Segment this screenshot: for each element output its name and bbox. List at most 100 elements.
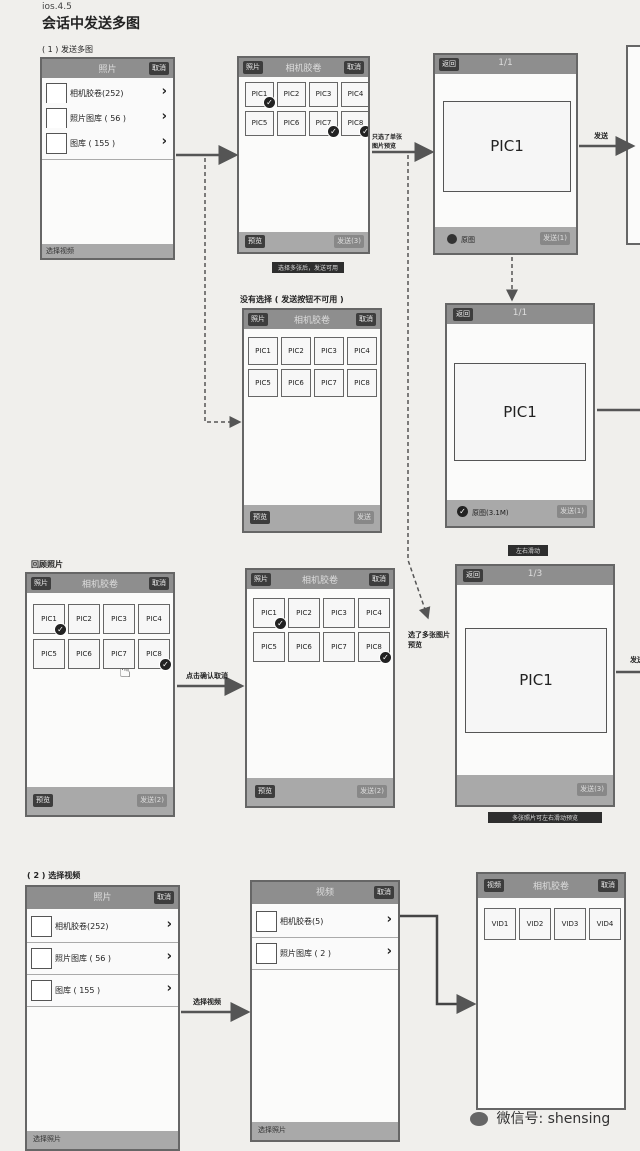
grid-cell-label: PIC6 bbox=[283, 119, 300, 127]
grid-cell[interactable]: PIC1✓ bbox=[33, 604, 67, 636]
grid-cell[interactable]: PIC2 bbox=[68, 604, 100, 634]
back-button[interactable]: 照片 bbox=[251, 573, 271, 586]
grid-cell[interactable]: PIC4 bbox=[138, 604, 170, 634]
grid-cell[interactable]: PIC6 bbox=[68, 639, 100, 669]
cancel-button[interactable]: 取消 bbox=[344, 61, 364, 74]
grid-cell[interactable]: PIC8 bbox=[347, 369, 377, 397]
grid-cell[interactable]: PIC1 bbox=[248, 337, 278, 365]
checkmark-icon: ✓ bbox=[159, 658, 172, 671]
grid-cell[interactable]: VID3 bbox=[554, 908, 586, 940]
grid-cell[interactable]: PIC2 bbox=[281, 337, 311, 365]
grid-cell[interactable]: PIC7 bbox=[103, 639, 135, 669]
original-checked-icon[interactable]: ✓ bbox=[457, 506, 468, 517]
album-row[interactable]: 照片图库 ( 56 )› bbox=[27, 943, 178, 975]
grid-cell[interactable]: PIC4 bbox=[358, 598, 390, 628]
grid-cell[interactable]: VID2 bbox=[519, 908, 551, 940]
grid-cell[interactable]: PIC2 bbox=[288, 598, 320, 628]
grid-cell-label: PIC1 bbox=[261, 609, 277, 617]
chevron-right-icon: › bbox=[161, 109, 167, 124]
nav-title: 相机胶卷 bbox=[301, 576, 338, 586]
grid-cell[interactable]: PIC3 bbox=[309, 82, 338, 107]
send-button-disabled[interactable]: 发送 bbox=[354, 511, 374, 524]
cancel-button[interactable]: 取消 bbox=[598, 879, 618, 892]
grid-cell[interactable]: PIC5 bbox=[33, 639, 65, 669]
album-label: 照片图库 ( 2 ) bbox=[280, 949, 331, 958]
arrow-label-multi: 选了多张图片预览 bbox=[408, 631, 450, 649]
grid-cell[interactable]: PIC6 bbox=[281, 369, 311, 397]
select-video-link[interactable]: 选择视频 bbox=[46, 247, 74, 255]
grid-cell-label: PIC7 bbox=[331, 643, 347, 651]
grid-cell[interactable]: VID4 bbox=[589, 908, 621, 940]
flow-arrow-dashed bbox=[407, 155, 431, 620]
album-row[interactable]: 图库 ( 155 )› bbox=[42, 128, 173, 160]
grid-cell[interactable]: PIC6 bbox=[288, 632, 320, 662]
back-button[interactable]: 返回 bbox=[463, 569, 483, 582]
cancel-button[interactable]: 取消 bbox=[149, 577, 169, 590]
preview-button[interactable]: 预览 bbox=[255, 785, 275, 798]
grid-cell[interactable]: VID1 bbox=[484, 908, 516, 940]
grid-cell[interactable]: PIC7 bbox=[314, 369, 344, 397]
grid-cell[interactable]: PIC7✓ bbox=[309, 111, 340, 138]
grid-cell[interactable]: PIC5 bbox=[248, 369, 278, 397]
cancel-button[interactable]: 取消 bbox=[374, 886, 394, 899]
preview-button[interactable]: 预览 bbox=[33, 794, 53, 807]
nav-bar: 1/1 返回 bbox=[447, 305, 593, 324]
album-thumbnail bbox=[31, 948, 52, 969]
arrow-label-send-2: 发送 bbox=[630, 656, 640, 664]
grid-cell[interactable]: PIC3 bbox=[103, 604, 135, 634]
original-radio-icon[interactable] bbox=[447, 234, 457, 244]
cancel-button[interactable]: 取消 bbox=[369, 573, 389, 586]
back-button[interactable]: 返回 bbox=[439, 58, 459, 71]
grid-cell-label: PIC8 bbox=[354, 379, 370, 387]
page-title: 会话中发送多图 bbox=[42, 16, 140, 32]
grid-cell[interactable]: PIC5 bbox=[245, 111, 274, 136]
back-button[interactable]: 照片 bbox=[243, 61, 263, 74]
album-thumbnail bbox=[256, 911, 277, 932]
cancel-button[interactable]: 取消 bbox=[154, 891, 174, 904]
page-counter: 1/1 bbox=[512, 308, 528, 318]
back-button[interactable]: 照片 bbox=[248, 313, 268, 326]
cancel-button[interactable]: 取消 bbox=[356, 313, 376, 326]
send-button[interactable]: 发送(3) bbox=[577, 783, 607, 796]
back-button[interactable]: 返回 bbox=[453, 308, 473, 321]
send-button[interactable]: 发送(2) bbox=[137, 794, 167, 807]
grid-cell[interactable]: PIC4 bbox=[347, 337, 377, 365]
cancel-button[interactable]: 取消 bbox=[149, 62, 169, 75]
grid-cell[interactable]: PIC3 bbox=[323, 598, 355, 628]
select-photo-link[interactable]: 选择照片 bbox=[33, 1135, 61, 1143]
grid-cell[interactable]: PIC1✓ bbox=[245, 82, 276, 109]
grid-cell[interactable]: PIC3 bbox=[314, 337, 344, 365]
preview-button[interactable]: 预览 bbox=[245, 235, 265, 248]
send-button[interactable]: 发送(3) bbox=[334, 235, 364, 248]
grid-cell[interactable]: PIC7 bbox=[323, 632, 355, 662]
grid-cell[interactable]: PIC1✓ bbox=[253, 598, 287, 630]
grid-cell-label: PIC3 bbox=[111, 615, 127, 623]
select-photo-link[interactable]: 选择照片 bbox=[258, 1126, 286, 1134]
flow-arrow bbox=[400, 914, 477, 1014]
grid-cell[interactable]: PIC8✓ bbox=[358, 632, 392, 664]
nav-bar: 相机胶卷 视频 取消 bbox=[478, 874, 624, 898]
no-selection-caption: 没有选择 ( 发送按钮不可用 ) bbox=[240, 295, 344, 304]
send-button[interactable]: 发送(1) bbox=[540, 232, 570, 245]
send-button[interactable]: 发送(1) bbox=[557, 505, 587, 518]
grid-cell[interactable]: PIC2 bbox=[277, 82, 306, 107]
albums-screen: 照片 取消 相机胶卷(252)› 照片图库 ( 56 )› 图库 ( 155 )… bbox=[40, 57, 175, 260]
back-button[interactable]: 照片 bbox=[31, 577, 51, 590]
grid-cell-label: PIC5 bbox=[41, 650, 57, 658]
multi-preview-screen: 1/3 返回 PIC1 发送(3) bbox=[455, 564, 615, 807]
chevron-right-icon: › bbox=[386, 944, 392, 959]
album-row[interactable]: 相机胶卷(252)› bbox=[27, 911, 178, 943]
grid-cell[interactable]: PIC8✓ bbox=[138, 639, 172, 671]
grid-cell[interactable]: PIC5 bbox=[253, 632, 285, 662]
preview-button[interactable]: 预览 bbox=[250, 511, 270, 524]
album-row[interactable]: 图库 ( 155 )› bbox=[27, 975, 178, 1007]
back-button[interactable]: 视频 bbox=[484, 879, 504, 892]
grid-cell[interactable]: PIC6 bbox=[277, 111, 306, 136]
send-button[interactable]: 发送(2) bbox=[357, 785, 387, 798]
grid-cell[interactable]: PIC8✓ bbox=[341, 111, 368, 138]
grid-cell[interactable]: PIC4 bbox=[341, 82, 368, 107]
chevron-right-icon: › bbox=[166, 917, 172, 932]
swipe-top-note: 左右滑动 bbox=[508, 545, 548, 556]
album-row[interactable]: 照片图库 ( 2 ) › bbox=[252, 938, 398, 970]
album-row[interactable]: 相机胶卷(5)› bbox=[252, 906, 398, 938]
